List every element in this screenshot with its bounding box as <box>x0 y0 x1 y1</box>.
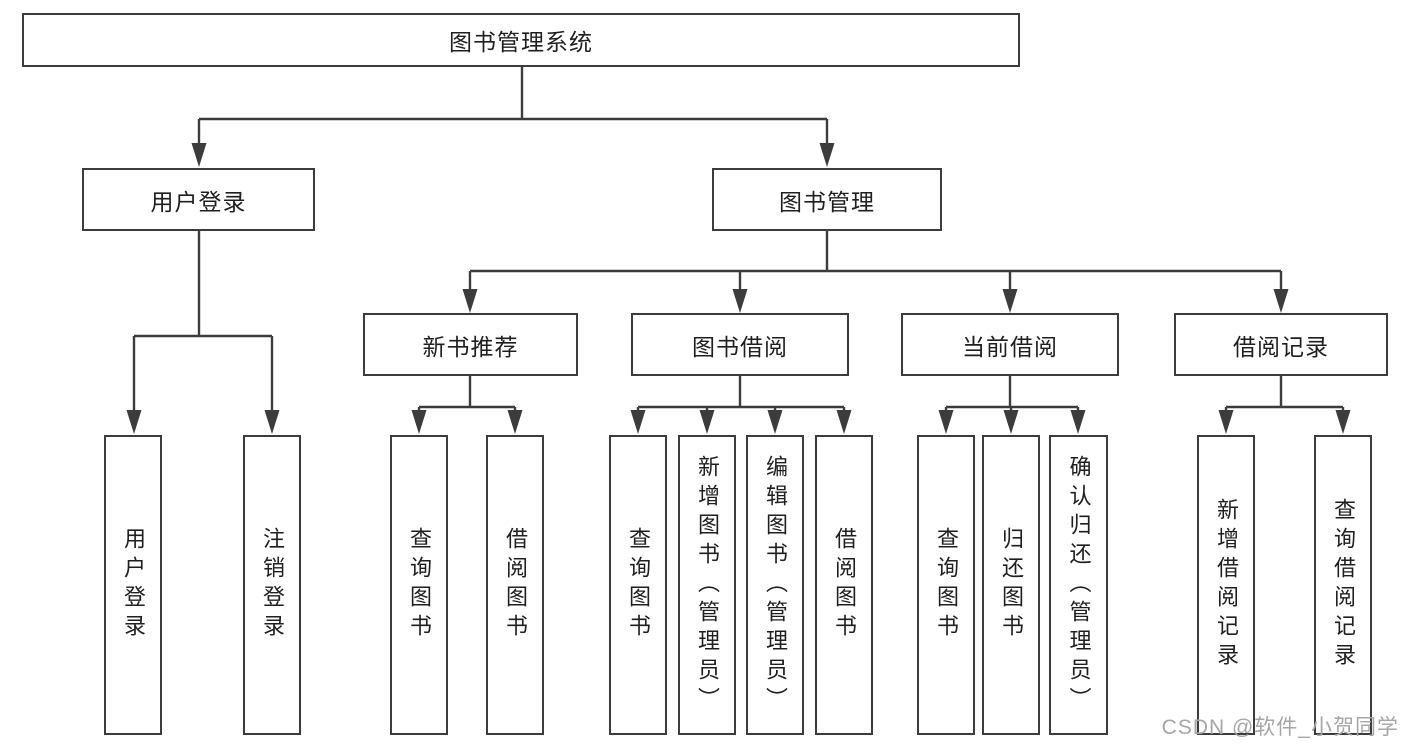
leaf-borrow-books-recommend: 借阅图书 <box>486 435 544 735</box>
leaf-user-login: 用户登录 <box>104 435 162 735</box>
node-label: 图书管理 <box>779 188 875 215</box>
leaf-logout-login: 注销登录 <box>243 435 301 735</box>
node-label: 借阅图书 <box>832 527 857 643</box>
node-book-management: 图书管理 <box>712 168 942 231</box>
node-label: 新增图书（管理员） <box>695 454 720 716</box>
node-label: 当前借阅 <box>962 333 1058 360</box>
leaf-add-book-admin: 新增图书（管理员） <box>678 435 736 735</box>
node-library-management-system: 图书管理系统 <box>22 13 1020 67</box>
leaf-add-borrow-record: 新增借阅记录 <box>1197 435 1255 735</box>
node-label: 注销登录 <box>260 527 285 643</box>
leaf-query-books-current: 查询图书 <box>917 435 975 735</box>
node-label: 图书管理系统 <box>449 29 593 55</box>
leaf-borrow-books: 借阅图书 <box>815 435 873 735</box>
node-book-borrow: 图书借阅 <box>631 313 849 376</box>
leaf-query-borrow-record: 查询借阅记录 <box>1314 435 1372 735</box>
node-label: 确认归还（管理员） <box>1066 454 1092 716</box>
leaf-query-books-recommend: 查询图书 <box>390 435 448 735</box>
node-label: 用户登录 <box>121 527 146 643</box>
node-current-borrow: 当前借阅 <box>901 313 1119 376</box>
node-label: 查询图书 <box>934 527 959 643</box>
node-user-login: 用户登录 <box>82 168 315 231</box>
arrowhead-icons <box>126 143 1351 434</box>
leaf-confirm-return-admin: 确认归还（管理员） <box>1049 435 1108 735</box>
watermark: CSDN @软件_小贺同学 <box>1161 716 1399 739</box>
node-borrow-records: 借阅记录 <box>1174 313 1388 376</box>
node-label: 新书推荐 <box>422 333 519 360</box>
node-label: 新增借阅记录 <box>1214 498 1239 672</box>
node-label: 用户登录 <box>150 188 247 215</box>
leaf-edit-book-admin: 编辑图书（管理员） <box>746 435 804 735</box>
node-label: 归还图书 <box>999 527 1024 643</box>
node-label: 查询图书 <box>407 527 432 643</box>
leaf-return-book: 归还图书 <box>982 435 1040 735</box>
node-label: 编辑图书（管理员） <box>763 454 788 716</box>
node-label: 查询借阅记录 <box>1331 498 1356 672</box>
node-label: 查询图书 <box>626 527 651 643</box>
node-label: 借阅图书 <box>503 527 528 643</box>
node-label: 图书借阅 <box>692 333 788 360</box>
node-new-book-recommend: 新书推荐 <box>363 313 578 376</box>
leaf-query-books-borrow: 查询图书 <box>609 435 667 735</box>
node-label: 借阅记录 <box>1233 333 1329 360</box>
